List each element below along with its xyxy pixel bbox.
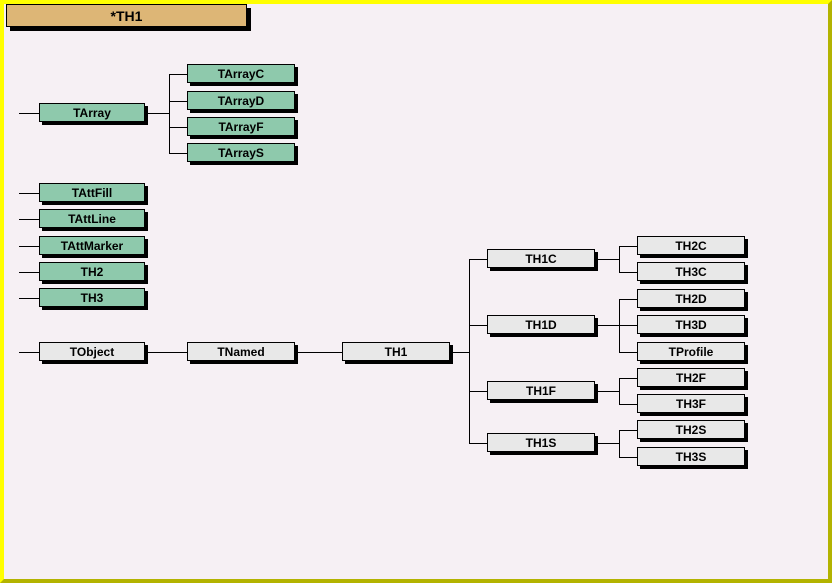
class-box-tattline[interactable]: TAttLine <box>39 209 145 228</box>
class-box-label: TH3C <box>675 264 707 279</box>
connector-stub-tobject <box>19 352 39 353</box>
class-box-tarrayf[interactable]: TArrayF <box>187 117 295 136</box>
connector-th1s-branch-0 <box>619 430 637 431</box>
connector-stub-tattline <box>19 219 39 220</box>
class-box-label: TH2D <box>675 291 707 306</box>
connector-th1c-trunk <box>619 246 620 272</box>
class-box-th2c[interactable]: TH2C <box>637 236 745 255</box>
class-box-th2f[interactable]: TH2F <box>637 368 745 387</box>
class-box-th1f[interactable]: TH1F <box>487 381 595 400</box>
connector-tobject-tnamed <box>145 352 187 353</box>
connector-th1-out <box>450 352 469 353</box>
connector-th1-trunk <box>469 259 470 443</box>
connector-th1-branch-2 <box>469 391 487 392</box>
connector-tnamed-th1 <box>295 352 342 353</box>
class-box-label: TArray <box>73 105 111 120</box>
class-box-tarray[interactable]: TArray <box>39 103 145 122</box>
class-box-th1s[interactable]: TH1S <box>487 433 595 452</box>
class-box-label: TH1S <box>525 435 557 450</box>
connector-stub-tattmarker <box>19 246 39 247</box>
connector-th1d-branch-2 <box>619 352 637 353</box>
connector-tarray-branch-2 <box>169 127 187 128</box>
class-box-th3d[interactable]: TH3D <box>637 315 745 334</box>
class-box-tprofile[interactable]: TProfile <box>637 342 745 361</box>
class-box-tattfill[interactable]: TAttFill <box>39 183 145 202</box>
class-box-tarrays[interactable]: TArrayS <box>187 143 295 162</box>
class-box-th3s[interactable]: TH3S <box>637 447 745 466</box>
connector-th1f-branch-0 <box>619 378 637 379</box>
class-box-label: TH3 <box>80 290 104 305</box>
class-box-tarrayc[interactable]: TArrayC <box>187 64 295 83</box>
class-box-tnamed[interactable]: TNamed <box>187 342 295 361</box>
class-box-th3[interactable]: TH3 <box>39 288 145 307</box>
connector-tarray-branch-3 <box>169 153 187 154</box>
class-box-label: TH1C <box>525 251 557 266</box>
class-box-label: TArrayC <box>217 66 265 81</box>
connector-th1c-branch-0 <box>619 246 637 247</box>
connector-th1f-trunk <box>619 378 620 404</box>
class-box-label: TArrayF <box>218 119 264 134</box>
class-box-label: TH1F <box>526 383 556 398</box>
class-box-label: TH2C <box>675 238 707 253</box>
class-box-label: TH3F <box>676 396 706 411</box>
class-box-label: TObject <box>69 344 115 359</box>
connector-th1s-out <box>595 443 619 444</box>
connector-stub-th3 <box>19 298 39 299</box>
connector-th1-branch-1 <box>469 325 487 326</box>
class-box-label: TAttLine <box>68 211 116 226</box>
class-box-label: TH3D <box>675 317 707 332</box>
connector-th1-branch-0 <box>469 259 487 260</box>
class-box-tarrayd[interactable]: TArrayD <box>187 91 295 110</box>
class-box-th1d[interactable]: TH1D <box>487 315 595 334</box>
connector-stub-th2 <box>19 272 39 273</box>
class-box-label: TAttFill <box>71 185 113 200</box>
connector-th1f-branch-1 <box>619 404 637 405</box>
connector-th1s-trunk <box>619 430 620 457</box>
class-box-label: TArrayD <box>217 93 265 108</box>
connector-tarray-branch-1 <box>169 101 187 102</box>
window-titlebar: *TH1 <box>6 4 247 27</box>
class-box-label: TNamed <box>217 344 265 359</box>
connector-stub-tattfill <box>19 193 39 194</box>
class-box-label: TArrayS <box>218 145 264 160</box>
connector-th1c-out <box>595 259 619 260</box>
window-title: *TH1 <box>110 7 143 24</box>
connector-th1d-branch-1 <box>619 325 637 326</box>
class-box-th2d[interactable]: TH2D <box>637 289 745 308</box>
connector-tarray-out <box>145 113 169 114</box>
connector-tarray-trunk <box>169 74 170 153</box>
class-box-th3f[interactable]: TH3F <box>637 394 745 413</box>
connector-th1f-out <box>595 391 619 392</box>
connector-stub-tarray <box>19 113 39 114</box>
connector-tarray-branch-0 <box>169 74 187 75</box>
class-box-th2s[interactable]: TH2S <box>637 420 745 439</box>
class-box-label: TH1D <box>525 317 557 332</box>
class-box-label: TAttMarker <box>60 238 124 253</box>
class-box-tattmarker[interactable]: TAttMarker <box>39 236 145 255</box>
connector-th1-branch-3 <box>469 443 487 444</box>
connector-th1s-branch-1 <box>619 457 637 458</box>
class-box-label: TH3S <box>675 449 707 464</box>
class-box-th2[interactable]: TH2 <box>39 262 145 281</box>
class-box-label: TProfile <box>668 344 714 359</box>
connector-th1d-branch-0 <box>619 299 637 300</box>
class-box-label: TH2 <box>80 264 104 279</box>
class-box-th1[interactable]: TH1 <box>342 342 450 361</box>
class-box-label: TH2S <box>675 422 707 437</box>
class-box-th1c[interactable]: TH1C <box>487 249 595 268</box>
class-box-th3c[interactable]: TH3C <box>637 262 745 281</box>
class-box-label: TH2F <box>676 370 706 385</box>
class-box-label: TH1 <box>384 344 408 359</box>
connector-th1c-branch-1 <box>619 272 637 273</box>
connector-th1d-out <box>595 325 619 326</box>
class-box-tobject[interactable]: TObject <box>39 342 145 361</box>
